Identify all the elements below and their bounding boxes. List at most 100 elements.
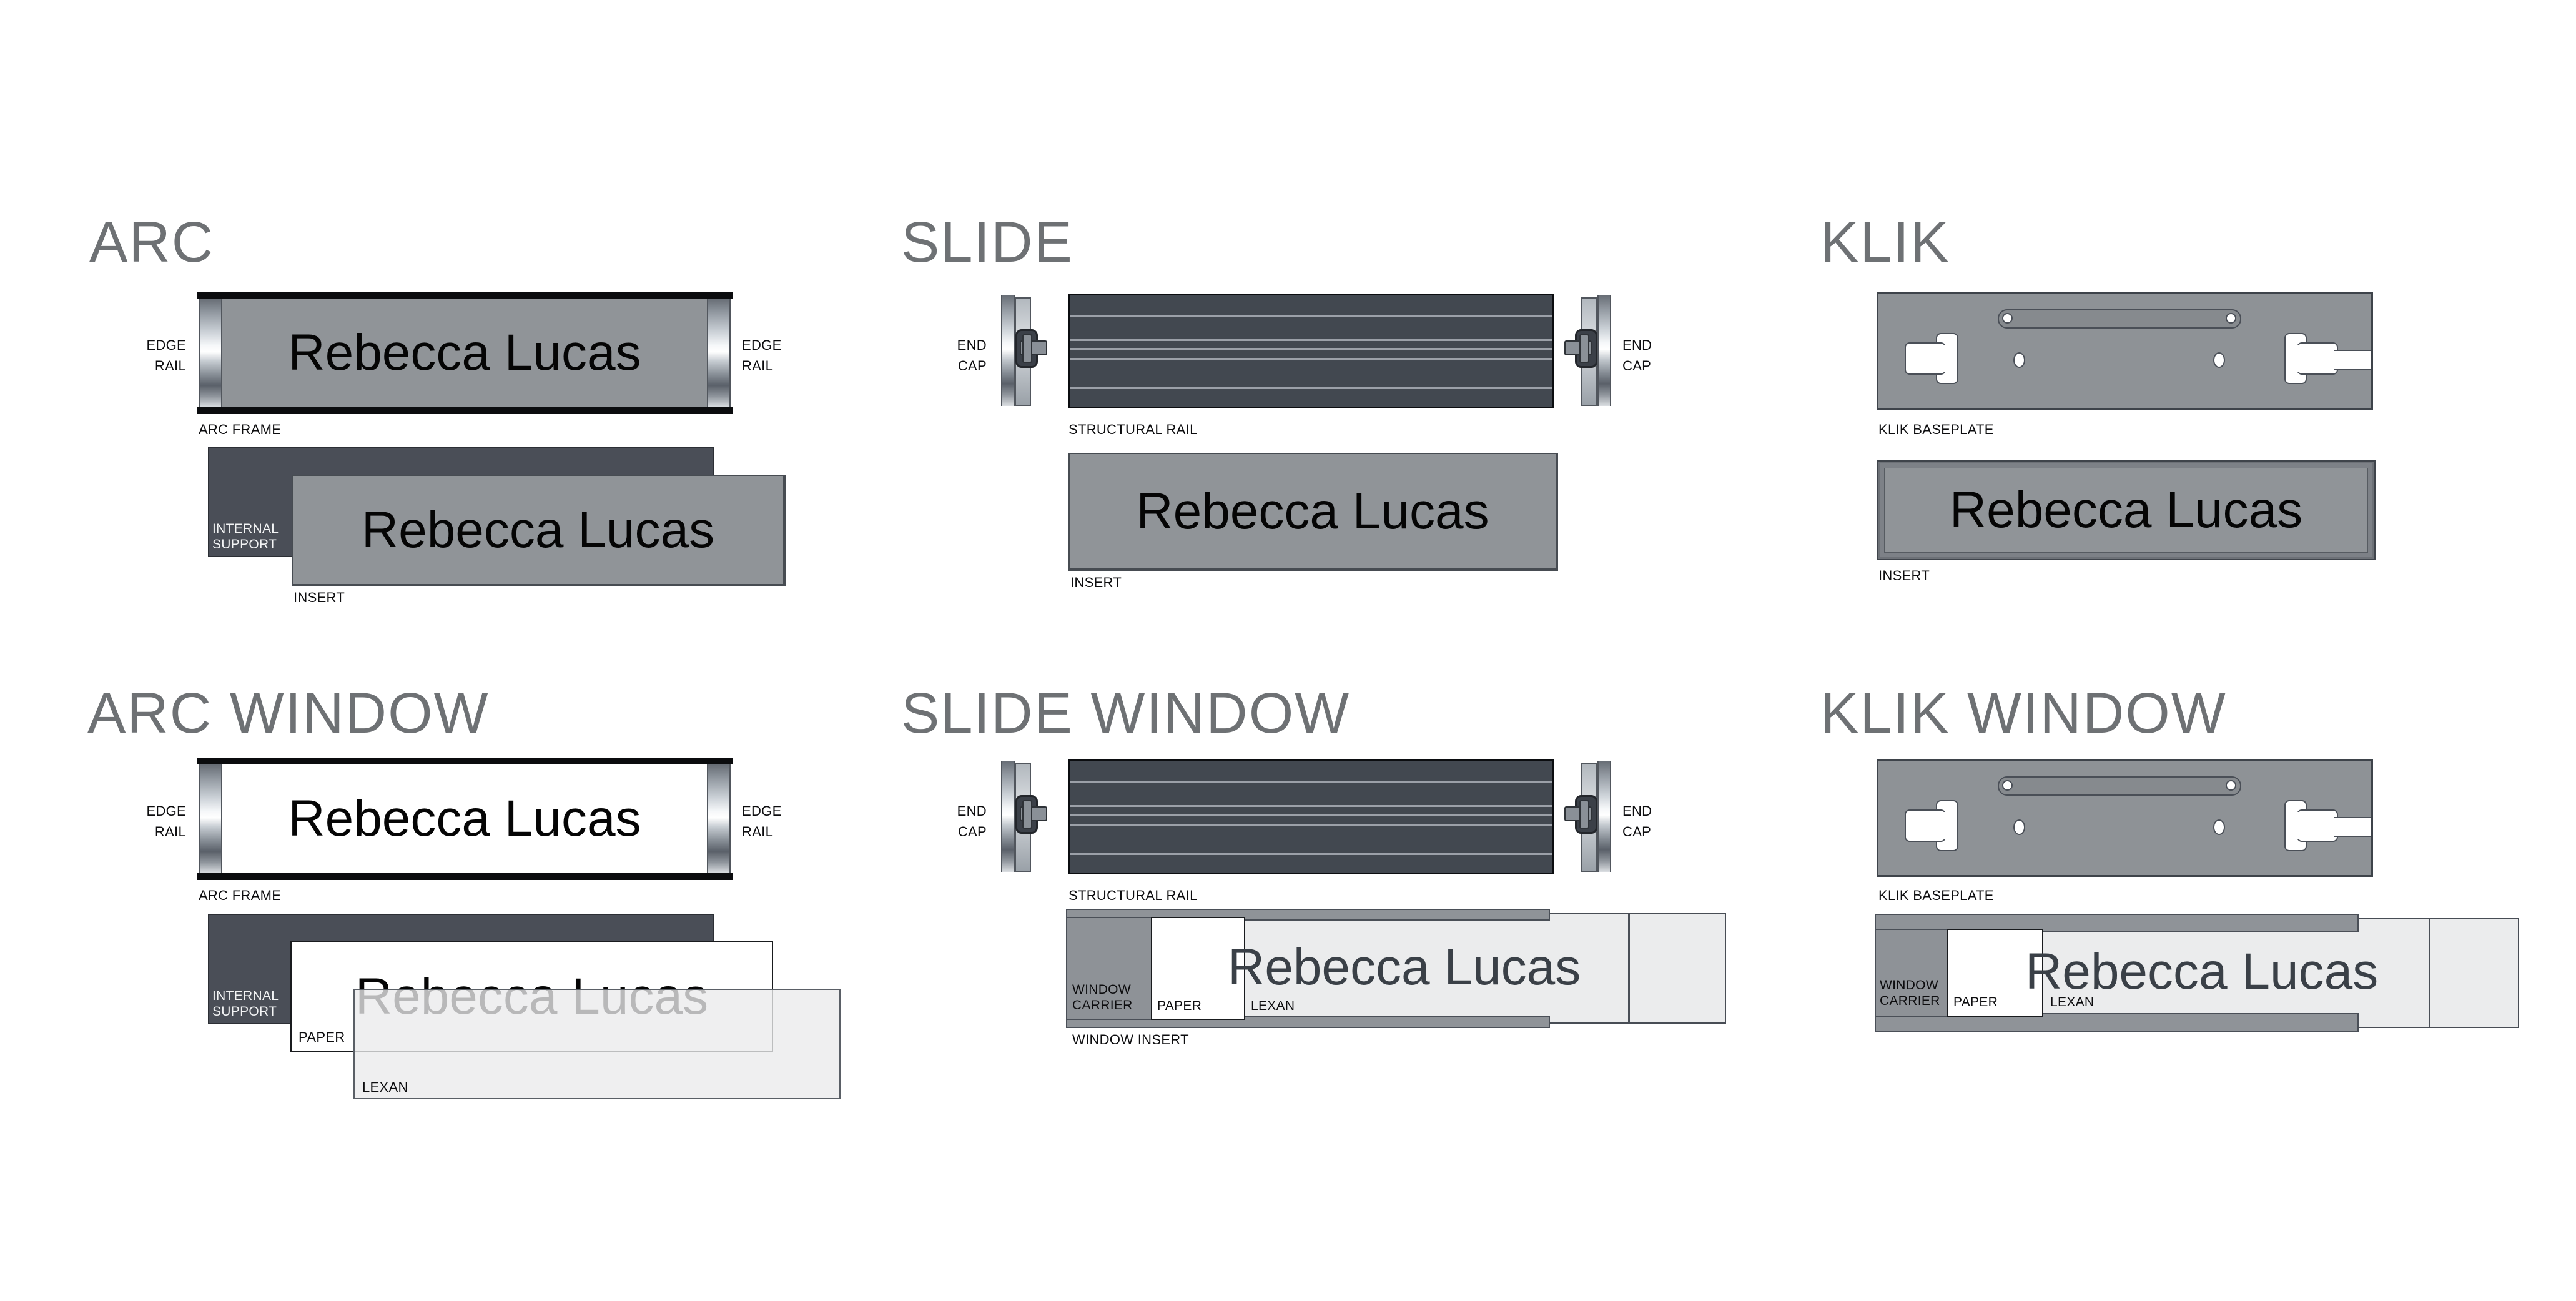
insert-name-text: Rebecca Lucas — [1136, 482, 1489, 540]
arc-frame-insert: Rebecca Lucas — [222, 299, 707, 407]
klik-insert-face: Rebecca Lucas — [1884, 468, 2368, 553]
end-cap-right-clip-pin — [1579, 334, 1589, 363]
lexan-edge-line — [1628, 914, 1630, 1022]
arc-frame: Rebecca Lucas — [197, 292, 733, 414]
klik-insert: Rebecca Lucas — [1877, 460, 2376, 560]
end-cap-left-clip-pin — [1022, 334, 1032, 363]
arc-window-frame: Rebecca Lucas — [197, 758, 733, 880]
klik-window-name: Rebecca Lucas — [2025, 942, 2379, 1000]
arc-insert-label: INSERT — [294, 590, 345, 605]
end-cap-right-clip-pin — [1579, 800, 1589, 829]
baseplate-channel — [2334, 817, 2371, 837]
internal-support-label: INTERNAL SUPPORT — [212, 522, 279, 552]
klik-window-paper — [1947, 929, 2043, 1017]
rail-groove — [1070, 315, 1552, 317]
rail-groove — [1070, 781, 1552, 783]
slide-window-name: Rebecca Lucas — [1228, 938, 1581, 996]
baseplate-hole — [2013, 819, 2025, 835]
edge-rail-left — [199, 299, 222, 407]
end-cap-right-bar — [1597, 761, 1611, 872]
section-title-slide-window: SLIDE WINDOW — [901, 681, 1351, 745]
lexan-edge-line — [2429, 919, 2430, 1027]
paper-label: PAPER — [299, 1029, 345, 1045]
end-cap-label-right: END CAP — [1622, 337, 1652, 373]
rail-groove — [1070, 339, 1552, 341]
window-carrier — [1066, 917, 1153, 1020]
structural-rail-label: STRUCTURAL RAIL — [1068, 422, 1198, 437]
structural-rail — [1068, 759, 1554, 874]
edge-rail-label-left: EDGE RAIL — [146, 803, 186, 839]
rail-groove — [1070, 387, 1552, 389]
arc-frame-bottom-bar — [197, 407, 733, 414]
section-title-arc-window: ARC WINDOW — [87, 681, 490, 745]
rail-groove — [1070, 853, 1552, 855]
arc-window-frame-insert: Rebecca Lucas — [222, 764, 707, 873]
window-carrier — [1875, 929, 1949, 1017]
arc-frame-label: ARC FRAME — [199, 888, 282, 903]
window-carrier-label: WINDOW CARRIER — [1072, 982, 1133, 1012]
edge-rail-right — [707, 299, 731, 407]
baseplate-keyway-right-fill — [2287, 345, 2303, 372]
end-cap-label-left: END CAP — [957, 803, 987, 839]
baseplate-screw-hole — [2002, 313, 2013, 324]
baseplate-slot — [1998, 776, 2241, 796]
klik-baseplate-label: KLIK BASEPLATE — [1878, 422, 1994, 437]
edge-rail-label-left: EDGE RAIL — [146, 337, 186, 373]
lexan-label: LEXAN — [1251, 999, 1295, 1013]
end-cap-left-bar — [1001, 761, 1015, 872]
section-title-klik: KLIK — [1820, 210, 1950, 274]
baseplate-hole — [2213, 819, 2225, 835]
window-insert-label: WINDOW INSERT — [1072, 1032, 1189, 1047]
edge-rail-left — [199, 764, 222, 873]
insert-name-text: Rebecca Lucas — [288, 324, 641, 381]
arc-frame-top-bar — [197, 758, 733, 764]
structural-rail — [1068, 294, 1554, 408]
slide-insert-label: INSERT — [1070, 575, 1122, 590]
internal-support-label: INTERNAL SUPPORT — [212, 989, 279, 1019]
baseplate-slot — [1998, 309, 2241, 329]
end-cap-left-clip-pin — [1022, 800, 1032, 829]
end-cap-left-bar — [1001, 295, 1015, 406]
klik-baseplate — [1877, 759, 2373, 877]
paper-label: PAPER — [1953, 995, 1998, 1009]
lexan-label: LEXAN — [2050, 995, 2095, 1009]
baseplate-screw-hole — [2226, 780, 2236, 791]
klik-baseplate-label: KLIK BASEPLATE — [1878, 888, 1994, 903]
slide-window-paper — [1151, 917, 1245, 1020]
baseplate-hole — [2013, 352, 2025, 368]
arc-window-lexan — [353, 989, 841, 1099]
baseplate-screw-hole — [2002, 780, 2013, 791]
insert-name-text: Rebecca Lucas — [288, 790, 641, 847]
rail-groove — [1070, 814, 1552, 816]
end-cap-right-bar — [1597, 295, 1611, 406]
baseplate-keyway-left-fill — [1938, 812, 1955, 839]
slide-insert: Rebecca Lucas — [1068, 453, 1558, 571]
baseplate-keyway-right-fill — [2287, 812, 2303, 839]
baseplate-channel — [2334, 350, 2371, 370]
insert-name-text: Rebecca Lucas — [361, 501, 715, 558]
arc-insert: Rebecca Lucas — [292, 475, 786, 586]
baseplate-hole — [2213, 352, 2225, 368]
klik-window-lexan — [2041, 918, 2519, 1028]
paper-label: PAPER — [1157, 999, 1202, 1013]
edge-rail-right — [707, 764, 731, 873]
klik-baseplate — [1877, 292, 2373, 410]
end-cap-label-left: END CAP — [957, 337, 987, 373]
klik-insert-label: INSERT — [1878, 568, 1930, 583]
insert-name-text: Rebecca Lucas — [1949, 482, 2303, 538]
arc-frame-label: ARC FRAME — [199, 422, 282, 437]
section-title-klik-window: KLIK WINDOW — [1820, 681, 2227, 745]
arc-frame-top-bar — [197, 292, 733, 299]
end-cap-label-right: END CAP — [1622, 803, 1652, 839]
window-carrier-label: WINDOW CARRIER — [1880, 978, 1940, 1008]
section-title-arc: ARC — [89, 210, 215, 274]
section-title-slide: SLIDE — [901, 210, 1073, 274]
rail-groove — [1070, 358, 1552, 360]
baseplate-screw-hole — [2226, 313, 2236, 324]
rail-groove — [1070, 824, 1552, 826]
lexan-label: LEXAN — [362, 1079, 408, 1095]
edge-rail-label-right: EDGE RAIL — [742, 803, 782, 839]
structural-rail-label: STRUCTURAL RAIL — [1068, 888, 1198, 903]
rail-groove — [1070, 805, 1552, 807]
